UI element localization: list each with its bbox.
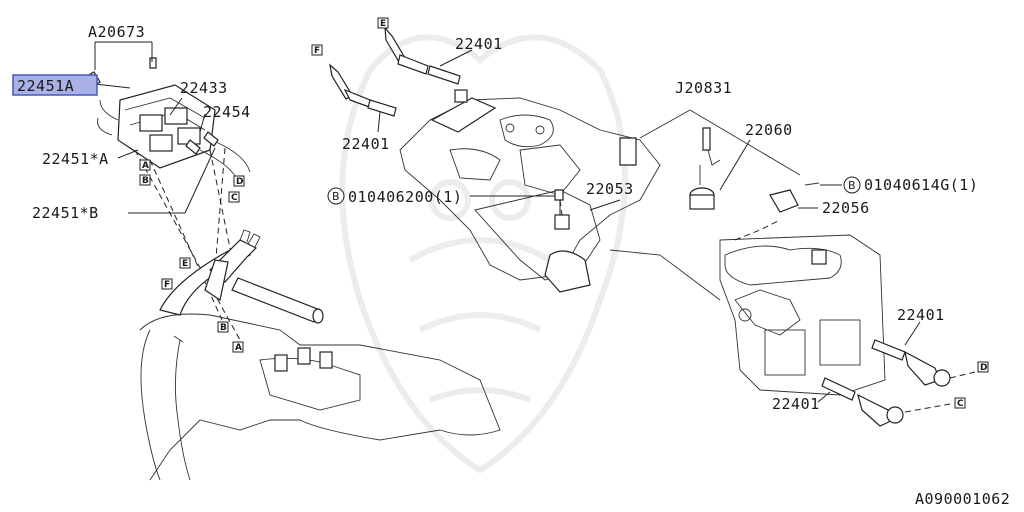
label-a20673: A20673: [88, 23, 145, 41]
circle-b-right-text: B: [848, 179, 856, 192]
callout-e-top: E: [377, 17, 389, 29]
ignition-coil-assembly: [88, 57, 251, 179]
label-22433: 22433: [180, 79, 228, 97]
circle-b-left: [327, 187, 345, 205]
label-diagram-id: A090001062: [915, 490, 1010, 508]
svg-text:E: E: [182, 259, 188, 269]
callout-d-right: D: [977, 361, 989, 373]
svg-text:B: B: [220, 323, 227, 333]
callout-b-upper: B: [139, 174, 151, 186]
svg-text:C: C: [957, 399, 964, 409]
callout-f-lower: F: [161, 278, 173, 290]
label-bolt-left: 010406200(1): [348, 188, 462, 206]
callout-c-right: C: [954, 397, 966, 409]
svg-text:F: F: [314, 46, 320, 56]
knock-sensor-assembly: [639, 109, 801, 210]
circle-b-right: [843, 176, 861, 194]
callout-e-lower: E: [179, 257, 191, 269]
cam-sensor: [769, 182, 842, 213]
label-22401-top: 22401: [455, 35, 503, 53]
callout-a-lower: A: [232, 341, 244, 353]
bolt-label-left: B 010406200(1): [327, 187, 462, 206]
svg-text:D: D: [236, 177, 243, 187]
label-22451a[interactable]: 22451A: [17, 77, 74, 95]
circle-b-left-text: B: [332, 190, 340, 203]
spark-plugs-center: [329, 26, 473, 133]
bolt-leaders: [470, 189, 621, 216]
label-22401-right-upper: 22401: [897, 306, 945, 324]
svg-text:D: D: [980, 363, 987, 373]
svg-text:A: A: [142, 161, 149, 171]
watermark-emblem: [339, 34, 628, 474]
svg-text:B: B: [142, 176, 149, 186]
callout-f-top: F: [311, 44, 323, 56]
label-22451a-star: 22451*A: [42, 150, 109, 168]
callout-c-upper: C: [228, 191, 240, 203]
label-highlight: [12, 74, 98, 96]
spark-plugs-right: [817, 321, 976, 427]
label-22401-right-lower: 22401: [772, 395, 820, 413]
intake-manifold: [399, 89, 721, 301]
label-22454: 22454: [203, 103, 251, 121]
label-22060: 22060: [745, 121, 793, 139]
label-22056: 22056: [822, 199, 870, 217]
svg-text:F: F: [164, 280, 170, 290]
cylinder-head: [719, 219, 886, 396]
svg-text:E: E: [380, 19, 386, 29]
label-bolt-right: 01040614G(1): [864, 176, 978, 194]
svg-text:A: A: [235, 343, 242, 353]
svg-text:C: C: [231, 193, 238, 203]
leaders-left: [94, 41, 241, 341]
label-22053: 22053: [586, 180, 634, 198]
label-22451b-star: 22451*B: [32, 204, 99, 222]
callout-d-upper: D: [233, 175, 245, 187]
callout-b-lower: B: [217, 321, 229, 333]
callout-a-upper: A: [139, 159, 151, 171]
label-j20831: J20831: [675, 79, 732, 97]
bolt-label-right: B 01040614G(1): [843, 176, 978, 194]
label-22401-mid: 22401: [342, 135, 390, 153]
intake-pipes: [139, 229, 501, 481]
